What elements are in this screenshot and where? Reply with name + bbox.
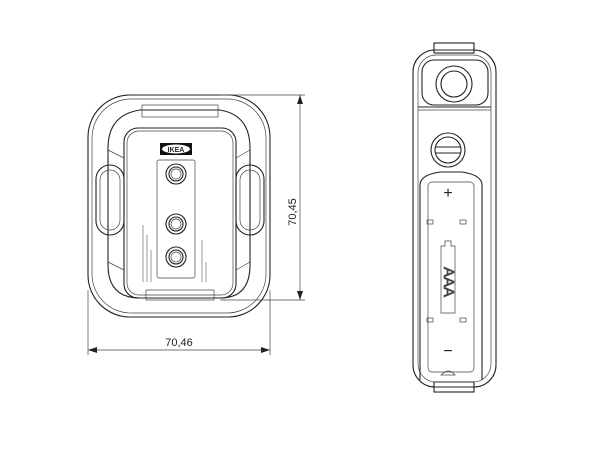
button-middle xyxy=(165,213,187,235)
button-top xyxy=(165,163,187,185)
battery-label: AAA xyxy=(440,267,457,297)
height-value: 70,45 xyxy=(287,198,299,226)
front-view: IKEA 70,45 70,46 xyxy=(87,94,305,355)
height-dimension: 70,45 xyxy=(220,94,305,301)
width-value: 70,46 xyxy=(165,337,193,349)
plus-sign: + xyxy=(443,185,452,202)
outer-housing xyxy=(87,94,271,318)
label-area xyxy=(156,159,196,279)
inner-frame xyxy=(107,109,251,299)
side-view: + − AAA xyxy=(412,42,497,393)
battery-compartment xyxy=(419,171,483,380)
label-fine-print xyxy=(142,225,207,282)
width-dimension: 70,46 xyxy=(87,290,271,355)
left-clip xyxy=(95,164,125,236)
screw-icon xyxy=(430,132,466,168)
side-housing xyxy=(412,49,497,388)
minus-sign: − xyxy=(443,343,452,360)
right-clip xyxy=(235,164,265,236)
battery-icon: AAA xyxy=(440,240,457,314)
logo-text: IKEA xyxy=(168,147,185,154)
button-bottom xyxy=(165,246,187,268)
lens-icon xyxy=(435,65,473,103)
